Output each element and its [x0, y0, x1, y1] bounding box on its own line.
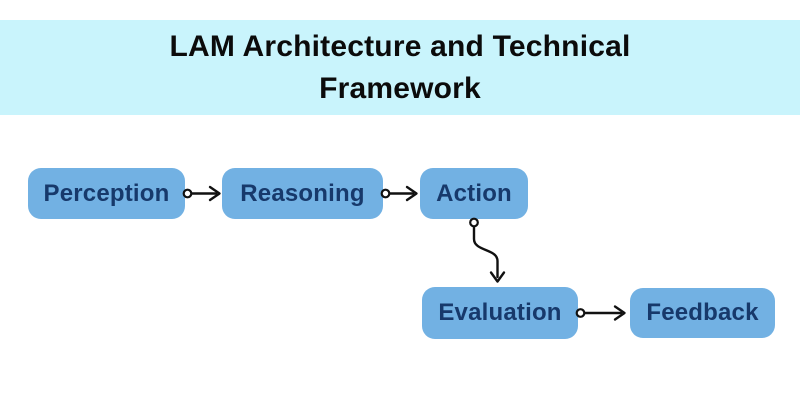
node-perception-label: Perception — [43, 179, 170, 207]
node-feedback-label: Feedback — [646, 299, 759, 326]
edge-action-to-evaluation — [469, 217, 506, 283]
node-reasoning-label: Reasoning — [240, 179, 365, 207]
arrowhead-right-icon — [405, 185, 418, 202]
edge-evaluation-to-feedback — [575, 305, 626, 321]
node-perception: Perception — [28, 168, 185, 219]
node-action: Action — [420, 168, 528, 219]
node-reasoning: Reasoning — [222, 168, 383, 219]
edge-start-dot-icon — [469, 217, 479, 228]
page-title-line2: Framework — [319, 71, 481, 105]
node-evaluation-label: Evaluation — [438, 299, 562, 326]
edge-perception-to-reasoning — [182, 185, 221, 202]
arrowhead-down-icon — [489, 271, 506, 283]
edge-shaft — [472, 225, 499, 279]
title-banner: LAM Architecture and Technical Framework — [0, 20, 800, 115]
page-title-line1: LAM Architecture and Technical — [169, 29, 631, 63]
arrowhead-right-icon — [208, 185, 221, 202]
node-feedback: Feedback — [630, 288, 775, 338]
arrowhead-right-icon — [613, 305, 626, 321]
node-evaluation: Evaluation — [422, 287, 578, 339]
edge-reasoning-to-action — [380, 185, 418, 202]
node-action-label: Action — [436, 179, 512, 207]
